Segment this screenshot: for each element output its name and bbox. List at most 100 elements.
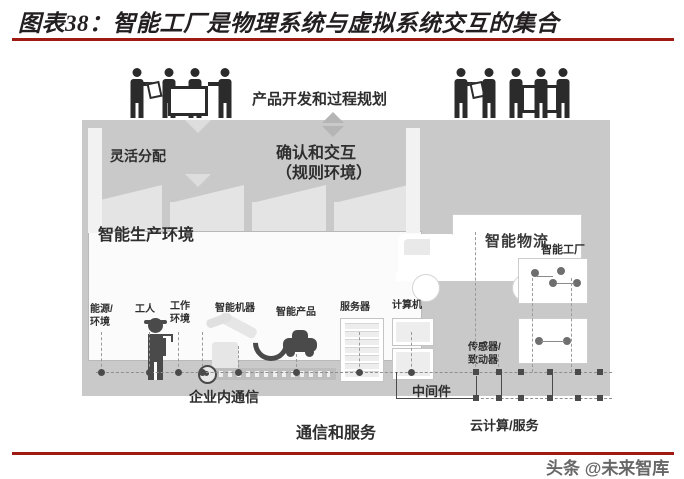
communication-bus [96, 372, 612, 373]
person-head [190, 68, 200, 77]
person-figure [128, 68, 153, 118]
label-middleware: 中间件 [412, 384, 452, 399]
person-head [484, 68, 494, 77]
truck-wheel [412, 274, 440, 302]
monitor-screen [396, 322, 430, 342]
cloud-node [575, 395, 581, 401]
figure-root: 图表38：智能工厂是物理系统与虚拟系统交互的集合 [12, 11, 674, 478]
person-head [511, 68, 521, 77]
roof-tooth [334, 185, 408, 236]
truck-chassis [396, 272, 580, 281]
bus-node-square [597, 369, 603, 375]
label-communication-services: 通信和服务 [296, 425, 377, 442]
server-slot [345, 339, 379, 345]
person-head [220, 68, 230, 77]
middleware-bracket-right [476, 376, 477, 398]
network-node [549, 279, 557, 287]
worker-head [148, 318, 163, 333]
bus-node [199, 369, 206, 376]
network-node [563, 337, 571, 345]
server-slot [345, 347, 379, 353]
drop-line [101, 332, 102, 372]
smart-factory-box-bottom [518, 318, 588, 364]
drop-line [359, 332, 360, 372]
person-legs [130, 101, 144, 118]
person-legs [454, 101, 468, 118]
drop-line [296, 354, 297, 372]
label-energy-environment: 能源/ 环境 [90, 304, 113, 328]
computer-monitor-icon [392, 318, 434, 346]
bus-node [146, 369, 153, 376]
bus-node-square [547, 369, 553, 375]
cloud-node [518, 395, 524, 401]
person-head [164, 68, 174, 77]
cloud-connector [501, 372, 502, 398]
label-smart-machine: 智能机器 [215, 303, 255, 314]
robot-arm-icon [205, 311, 262, 372]
truck-window [404, 239, 430, 255]
person-head [132, 68, 142, 77]
product-wheel [286, 348, 295, 357]
cloud-connector [552, 372, 553, 398]
person-legs [482, 101, 496, 118]
people-group-right [452, 66, 572, 118]
bus-node [293, 369, 300, 376]
drop-line [571, 278, 572, 372]
drop-line [238, 346, 239, 372]
label-work-environment: 工作 环境 [170, 301, 190, 325]
arrow-down-icon [322, 126, 344, 137]
person-head [536, 68, 546, 77]
label-worker: 工人 [135, 304, 155, 315]
whiteboard-icon [168, 86, 208, 116]
person-head [456, 68, 466, 77]
cloud-node [473, 395, 479, 401]
label-cloud-services: 云计算/服务 [470, 418, 539, 433]
title-divider [12, 38, 674, 41]
bus-node [408, 369, 415, 376]
network-node [535, 337, 543, 345]
network-node [573, 279, 581, 287]
server-slot [345, 355, 379, 361]
network-node [531, 269, 539, 277]
bus-node [356, 369, 363, 376]
person-figure [452, 68, 477, 118]
middleware-bracket-left [396, 372, 397, 398]
network-link [537, 276, 553, 277]
server-slot [345, 363, 379, 369]
conveyor-belt-pattern [210, 371, 330, 377]
smart-product-icon [283, 330, 317, 357]
label-server: 服务器 [340, 302, 370, 313]
person-head [558, 68, 568, 77]
cloud-bus [476, 398, 612, 399]
at-icon: @ [584, 459, 602, 478]
bus-node [235, 369, 242, 376]
drop-line [498, 354, 499, 372]
robot-arm-base [212, 342, 238, 372]
label-flexible-allocation: 灵活分配 [110, 148, 166, 164]
person-body [509, 79, 523, 103]
arrow-down-left-icon [185, 120, 211, 133]
person-figure [480, 68, 498, 118]
middleware-bracket-bottom [396, 398, 476, 399]
footer-divider [12, 452, 674, 455]
drop-line [202, 332, 203, 372]
network-node [557, 267, 565, 275]
label-smart-production-env: 智能生产环境 [98, 227, 195, 244]
person-figure [507, 68, 525, 118]
bus-node-square [518, 369, 524, 375]
roof-tooth [252, 185, 326, 236]
cloud-node [597, 395, 603, 401]
server-slot [345, 331, 379, 337]
label-product-development: 产品开发和过程规划 [252, 91, 388, 108]
cloud-node [496, 395, 502, 401]
person-legs [556, 101, 570, 118]
watermark: 头条 @未来智库 [546, 454, 669, 479]
bus-node-square [473, 369, 479, 375]
bus-node-square [496, 369, 502, 375]
person-legs [534, 101, 548, 118]
hall-right-wall [406, 128, 420, 233]
person-body [534, 79, 548, 103]
label-confirm-interact: 确认和交互 （规则环境） [276, 145, 373, 182]
drop-line [149, 332, 150, 372]
people-group-left [128, 66, 240, 118]
